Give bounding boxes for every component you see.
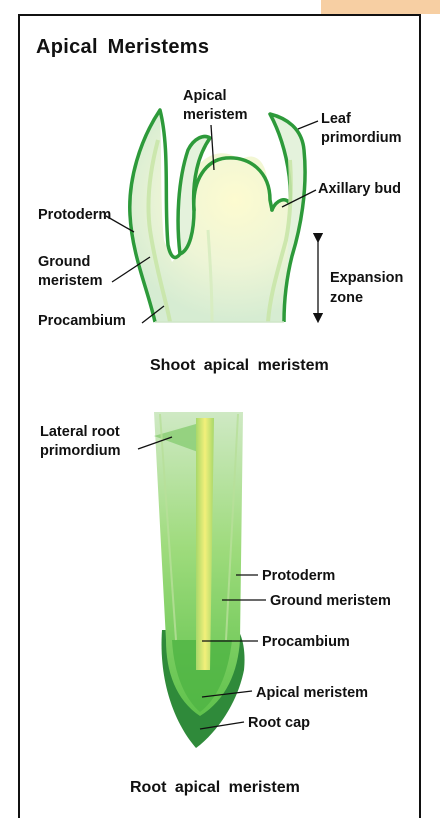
label-apical-meristem-line2: meristem	[183, 107, 247, 123]
leader-leaf-primordium	[298, 121, 318, 129]
shoot-caption: Shoot apical meristem	[150, 357, 329, 375]
label-root-ground-meristem: Ground meristem	[270, 593, 391, 609]
label-lateral-root-line1: Lateral root	[40, 424, 120, 440]
label-lateral-root-line2: primordium	[40, 443, 121, 459]
label-root-protoderm: Protoderm	[262, 568, 335, 584]
label-expansion-zone-line2: zone	[330, 290, 363, 306]
label-ground-meristem-line2: meristem	[38, 273, 102, 289]
label-apical-meristem-line1: Apical	[183, 88, 227, 104]
label-root-cap: Root cap	[248, 715, 310, 731]
label-root-procambium: Procambium	[262, 634, 350, 650]
label-procambium: Procambium	[38, 313, 126, 329]
label-protoderm: Protoderm	[38, 207, 111, 223]
shoot-apical-meristem-diagram	[130, 110, 305, 322]
label-axillary-bud: Axillary bud	[318, 181, 401, 197]
label-expansion-zone-line1: Expansion	[330, 270, 403, 286]
label-ground-meristem-line1: Ground	[38, 254, 90, 270]
root-caption: Root apical meristem	[130, 779, 300, 797]
label-root-apical-meristem: Apical meristem	[256, 685, 368, 701]
root-apical-meristem-diagram	[154, 412, 245, 748]
label-leaf-primordium-line2: primordium	[321, 130, 402, 146]
label-leaf-primordium-line1: Leaf	[321, 111, 351, 127]
